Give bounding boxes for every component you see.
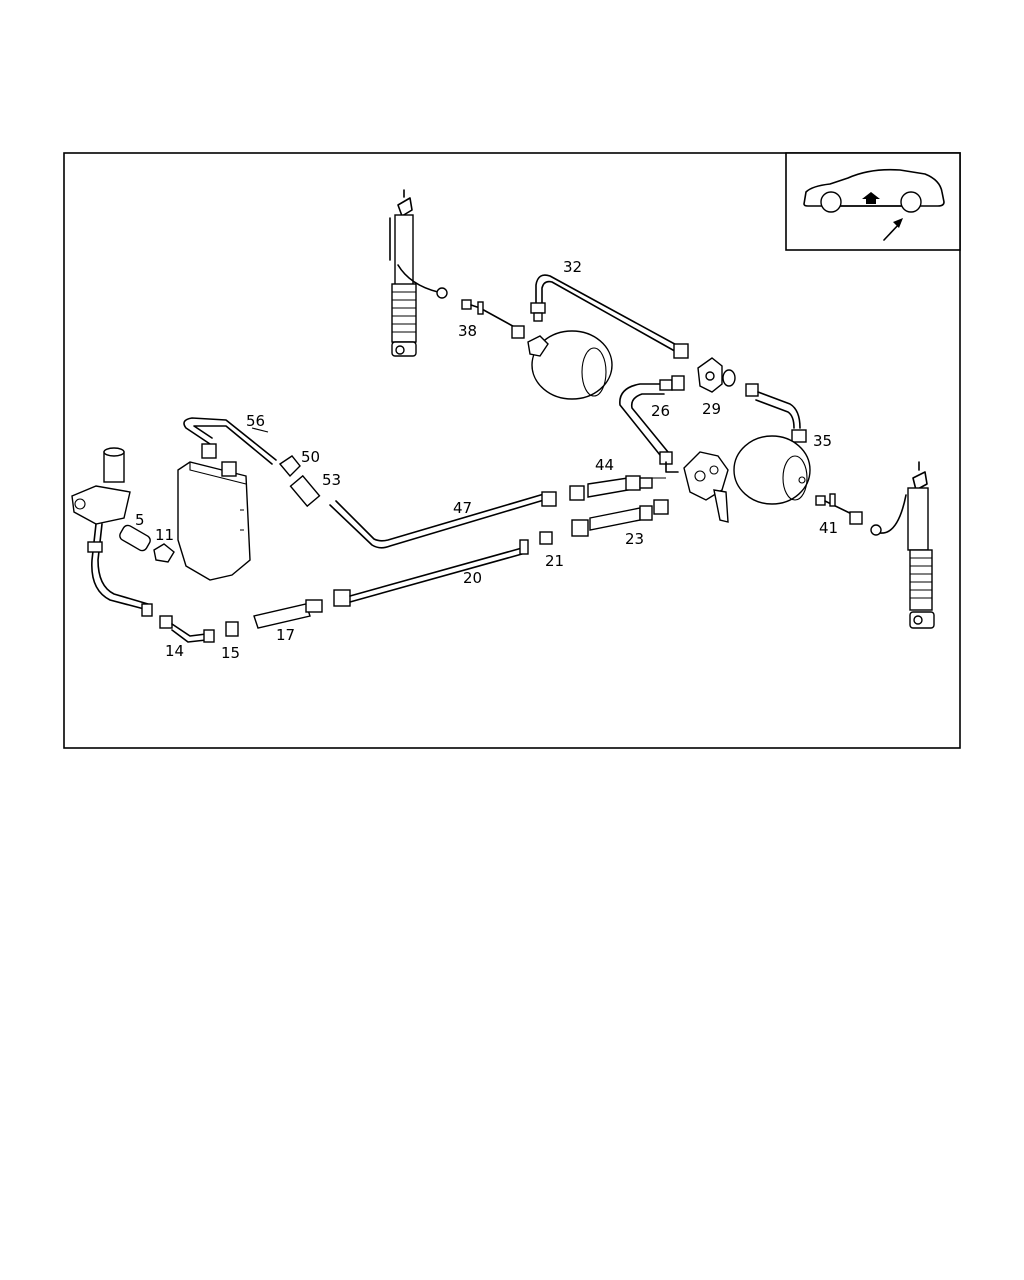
left-accumulator	[527, 330, 613, 400]
arrow-up-icon	[862, 192, 880, 204]
right-accumulator	[733, 435, 811, 505]
inset-box	[785, 152, 961, 251]
label-35: 35	[813, 432, 832, 450]
label-14: 14	[165, 642, 184, 660]
label-26: 26	[651, 402, 670, 420]
sleeve-53	[289, 474, 321, 508]
nut-50	[278, 455, 301, 478]
label-29: 29	[702, 400, 721, 418]
label-38: 38	[458, 322, 477, 340]
hose-26	[619, 375, 685, 465]
clamp-11	[153, 543, 175, 563]
line-20	[333, 539, 529, 607]
car-silhouette-icon	[803, 168, 945, 213]
fitting-17	[253, 599, 323, 629]
fitting-41	[815, 493, 863, 525]
line-32	[530, 274, 689, 359]
label-17: 17	[276, 626, 295, 644]
label-15: 15	[221, 644, 240, 662]
line-14	[159, 615, 215, 643]
label-56: 56	[246, 412, 265, 430]
hose-44	[569, 475, 653, 501]
label-53: 53	[322, 471, 341, 489]
line-56	[183, 417, 277, 465]
label-50: 50	[301, 448, 320, 466]
line-35	[745, 383, 807, 443]
label-20: 20	[463, 569, 482, 587]
diagram-frame	[63, 152, 961, 749]
fitting-38	[461, 299, 525, 339]
pressure-pump	[71, 447, 153, 617]
leader-lines	[251, 427, 666, 479]
sleeve-5	[119, 524, 151, 552]
right-suspension-strut	[870, 461, 935, 629]
label-23: 23	[625, 530, 644, 548]
nut-21	[539, 531, 553, 545]
label-5: 5	[135, 511, 145, 529]
level-control-valve	[665, 451, 729, 523]
arrow-diagonal-icon	[883, 218, 903, 241]
nut-15	[225, 621, 239, 637]
label-11: 11	[155, 526, 174, 544]
label-32: 32	[563, 258, 582, 276]
label-21: 21	[545, 552, 564, 570]
label-47: 47	[453, 499, 472, 517]
part-labels: 32 38 26 29 35 56 50 53 44 47 41 5 11 23…	[135, 258, 838, 662]
fluid-reservoir	[177, 461, 251, 581]
left-suspension-strut	[389, 189, 448, 357]
label-44: 44	[595, 456, 614, 474]
label-41: 41	[819, 519, 838, 537]
line-47	[329, 491, 557, 549]
hose-23	[571, 499, 669, 537]
bracket-29	[697, 357, 736, 393]
